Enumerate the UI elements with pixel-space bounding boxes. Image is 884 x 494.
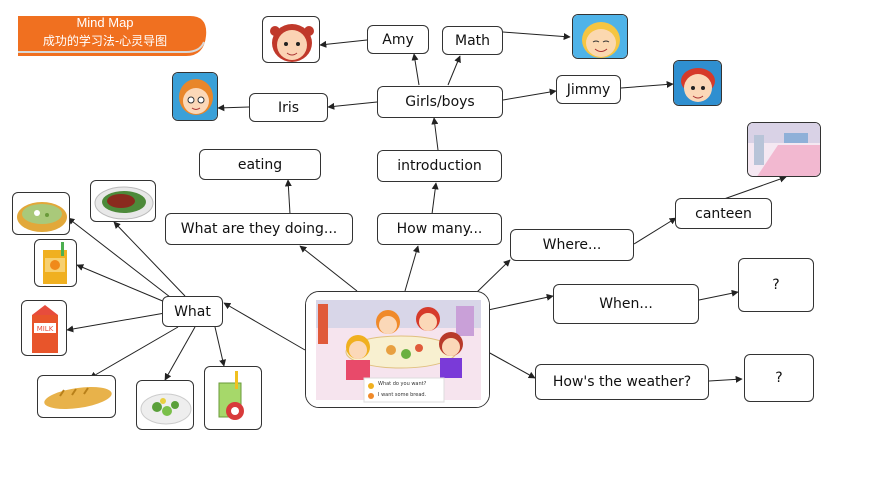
node-where-label: Where...	[542, 237, 602, 253]
node-weather-label: How's the weather?	[552, 374, 692, 390]
node-amy: Amy	[367, 25, 429, 54]
bread-picture	[37, 375, 116, 418]
node-introduction: introduction	[377, 150, 502, 182]
banner-title: Mind Map	[76, 15, 134, 30]
fruit-drink-picture	[204, 366, 262, 430]
node-when-question-label: ?	[772, 277, 780, 293]
node-weather-question-label: ?	[775, 370, 783, 386]
node-iris: Iris	[249, 93, 328, 122]
banner-subtitle: 成功的学习法-心灵导图	[42, 34, 168, 48]
svg-text:MILK: MILK	[37, 325, 54, 333]
node-jimmy: Jimmy	[556, 75, 621, 104]
node-math-label: Math	[454, 32, 491, 49]
node-when-question: ?	[738, 258, 814, 312]
node-where: Where...	[510, 229, 634, 261]
node-math: Math	[442, 26, 503, 55]
soup-bowl-picture	[12, 192, 70, 235]
node-weather: How's the weather?	[535, 364, 709, 400]
node-when-label: When...	[599, 296, 653, 312]
node-canteen: canteen	[675, 198, 772, 229]
caption-answer: I want some bread.	[378, 392, 427, 398]
node-introduction-label: introduction	[397, 158, 482, 174]
node-what: What	[162, 296, 223, 327]
blond-boy-face-picture	[572, 14, 628, 59]
meat-plate-picture	[90, 180, 156, 222]
node-girls-boys: Girls/boys	[377, 86, 503, 118]
canteen-scene-picture: What do you want? I want some bread.	[305, 291, 490, 408]
node-when: When...	[553, 284, 699, 324]
canteen-picture	[747, 122, 821, 177]
node-weather-question: ?	[744, 354, 814, 402]
node-canteen-label: canteen	[695, 205, 752, 222]
node-eating: eating	[199, 149, 321, 180]
node-how-many: How many...	[377, 213, 502, 245]
jimmy-face-picture	[673, 60, 722, 106]
node-what-label: What	[174, 303, 211, 320]
node-how-many-label: How many...	[396, 221, 483, 237]
node-girls-boys-label: Girls/boys	[405, 94, 475, 110]
node-amy-label: Amy	[382, 31, 414, 48]
mind-map-banner	[18, 16, 207, 56]
milk-carton-picture: MILK	[21, 300, 67, 356]
node-iris-label: Iris	[277, 99, 300, 116]
node-what-doing: What are they doing...	[165, 213, 353, 245]
orange-juice-picture	[34, 239, 77, 287]
caption-question: What do you want?	[378, 381, 427, 387]
node-eating-label: eating	[237, 156, 283, 173]
node-what-doing-label: What are they doing...	[180, 221, 338, 237]
node-jimmy-label: Jimmy	[566, 81, 611, 98]
vegetables-plate-picture	[136, 380, 194, 430]
girl-face-picture	[262, 16, 320, 63]
iris-face-picture	[172, 72, 218, 121]
